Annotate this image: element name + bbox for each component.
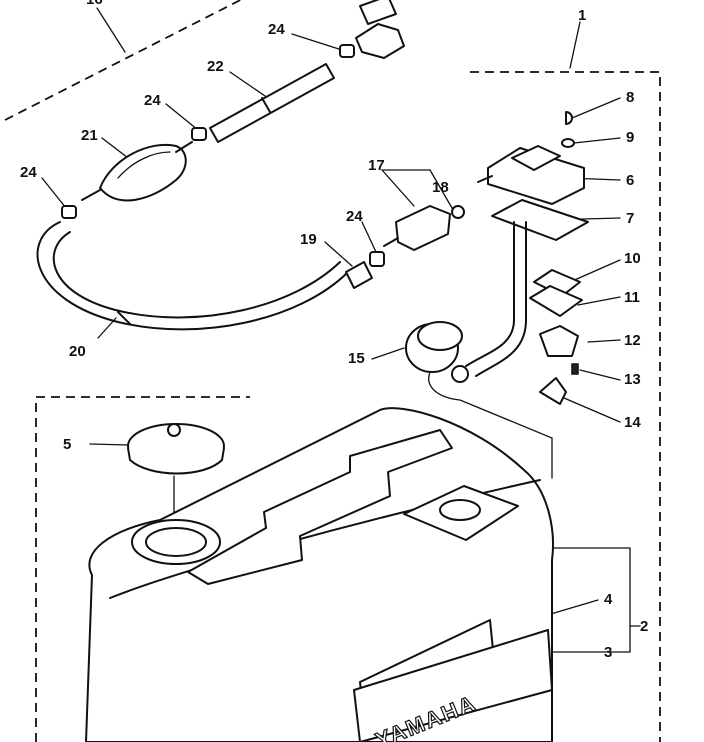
filter-outlet-fitting — [451, 365, 469, 383]
o-ring-18 — [451, 205, 465, 219]
callout-12: 12 — [624, 332, 641, 349]
fuel-hose-inner — [52, 231, 341, 319]
hose-sleeve-19 — [345, 261, 373, 289]
hose-clamp-mid — [369, 251, 385, 267]
hose-joint-mark — [117, 311, 131, 325]
fuel-cap-skirt — [127, 447, 225, 475]
primer-bulb-outlet — [175, 141, 193, 153]
callout-14: 14 — [624, 414, 641, 431]
callout-2: 2 — [640, 618, 649, 635]
hose-clamp-top — [339, 44, 355, 58]
callout-16: 16 — [86, 0, 103, 7]
callout-21: 21 — [81, 127, 98, 144]
tank-filler-opening — [145, 527, 207, 557]
float-rod — [428, 371, 553, 479]
gasket-7 — [491, 199, 589, 241]
hose-clamp-left — [61, 205, 77, 219]
gauge-holder-12 — [539, 325, 579, 357]
callout-15: 15 — [348, 350, 365, 367]
fuel-connector — [395, 205, 451, 251]
fuel-filter-cap — [417, 321, 463, 351]
callout-13: 13 — [624, 371, 641, 388]
tank-group-boundary — [35, 396, 250, 742]
washer-9 — [561, 138, 575, 148]
callout-3: 3 — [604, 644, 613, 661]
hose-kit-group-boundary — [4, 0, 243, 121]
screw-13 — [571, 363, 579, 375]
float-arm-14 — [539, 377, 567, 405]
callout-6: 6 — [626, 172, 635, 189]
callout-leaders — [41, 7, 641, 653]
gauge-gasket-11 — [529, 285, 583, 317]
callout-19: 19 — [300, 231, 317, 248]
fuel-pickup-pipe — [465, 221, 515, 367]
callout-4-upper: 4 — [604, 591, 613, 608]
tank-gauge-opening — [439, 499, 481, 521]
fuel-joint-outlet — [477, 175, 493, 183]
callout-17: 17 — [368, 157, 385, 174]
callout-1: 1 — [578, 7, 587, 24]
callout-18: 18 — [432, 179, 449, 196]
callout-7: 7 — [626, 210, 635, 227]
callout-24-top: 24 — [268, 21, 285, 38]
callout-24-left: 24 — [20, 164, 37, 181]
screw-8 — [565, 111, 573, 125]
tank-handle — [187, 429, 453, 585]
hose-clamp-upper — [191, 127, 207, 141]
primer-bulb-inlet — [81, 189, 101, 201]
primer-bulb — [99, 143, 187, 202]
callout-5: 5 — [63, 436, 72, 453]
callout-11: 11 — [624, 289, 640, 306]
fuel-cock-valve — [355, 23, 405, 59]
fuel-cap-vent — [167, 423, 181, 437]
callout-10: 10 — [624, 250, 641, 267]
fuel-cock-lever — [359, 0, 397, 25]
connector-nipple — [383, 237, 399, 247]
callout-24-upper: 24 — [144, 92, 161, 109]
fuel-joint-group-boundary — [470, 71, 661, 742]
fuel-hose-outer — [36, 221, 349, 331]
fuel-joint-body — [487, 147, 585, 205]
fuel-pickup-pipe-inner — [475, 221, 527, 377]
hose-section-22 — [209, 63, 335, 143]
callout-9: 9 — [626, 129, 635, 146]
fuel-joint-top-plate — [511, 145, 561, 171]
primer-bulb-rib — [117, 151, 171, 179]
hose-22-joint — [261, 97, 271, 113]
callout-20: 20 — [69, 343, 86, 360]
callout-8: 8 — [626, 89, 635, 106]
label-plate-3 — [353, 629, 553, 742]
callout-22: 22 — [207, 58, 224, 75]
callout-24-mid: 24 — [346, 208, 363, 225]
